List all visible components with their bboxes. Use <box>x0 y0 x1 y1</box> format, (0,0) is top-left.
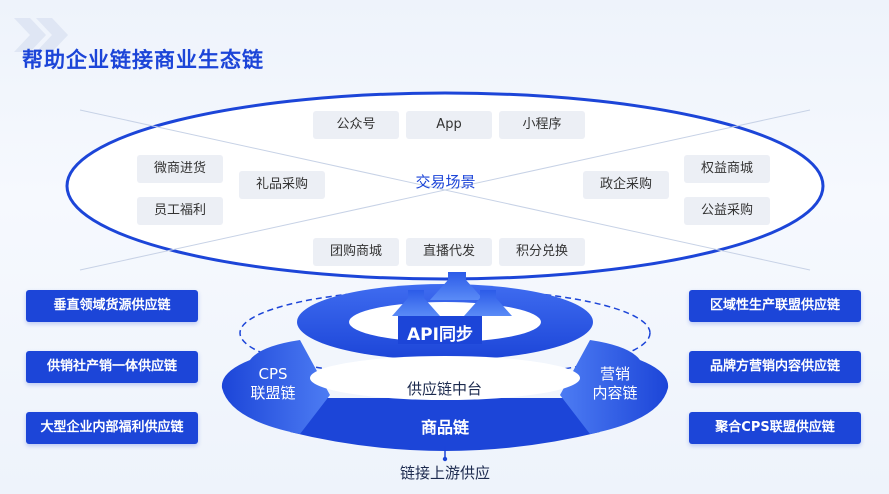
scenario-ellipse <box>65 91 825 281</box>
connector-dot <box>442 456 448 462</box>
scene-item-charity-purchase: 公益采购 <box>684 197 770 225</box>
goods-segment <box>290 398 600 451</box>
left-chain-enterprise: 大型企业内部福利供应链 <box>26 412 198 444</box>
goods-chain-label: 商品链 <box>420 418 469 437</box>
scene-item-app: App <box>406 111 492 139</box>
scene-item-mini-program: 小程序 <box>499 111 585 139</box>
dashed-ring <box>239 288 651 378</box>
up-arrows-icon <box>392 272 512 344</box>
supply-chain-hub-label: 供应链中台 <box>406 380 482 398</box>
chevron-decoration-icon <box>14 18 68 52</box>
scene-item-points-exchange: 积分兑换 <box>499 238 585 266</box>
right-chain-brand: 品牌方营销内容供应链 <box>689 351 861 383</box>
left-chain-vertical: 垂直领域货源供应链 <box>26 290 198 322</box>
left-chain-coop: 供销社产销一体供应链 <box>26 351 198 383</box>
marketing-segment <box>560 340 669 434</box>
api-sync-label: API同步 <box>407 325 473 345</box>
scene-item-gift-purchase: 礼品采购 <box>239 171 325 199</box>
page-title: 帮助企业链接商业生态链 <box>22 48 264 72</box>
right-chain-regional: 区域性生产联盟供应链 <box>689 290 861 322</box>
scene-item-live-dropship: 直播代发 <box>406 238 492 266</box>
x-line-b <box>79 109 811 271</box>
scene-item-employee-welfare: 员工福利 <box>137 197 223 225</box>
scene-item-rights-mall: 权益商城 <box>684 155 770 183</box>
cps-chain-label: CPS 联盟链 <box>250 365 296 402</box>
scene-item-wechat-purchase: 微商进货 <box>137 155 223 183</box>
scene-item-group-buy: 团购商城 <box>313 238 399 266</box>
scene-item-official-account: 公众号 <box>313 111 399 139</box>
upstream-supply-label: 链接上游供应 <box>399 464 490 482</box>
cps-segment <box>221 340 330 434</box>
scene-item-gov-purchase: 政企采购 <box>583 171 669 199</box>
marketing-chain-label: 营销 内容链 <box>592 365 638 402</box>
hub-ellipse <box>310 356 580 400</box>
right-chain-cps: 聚合CPS联盟供应链 <box>689 412 861 444</box>
trade-scenario-label: 交易场景 <box>415 173 476 191</box>
